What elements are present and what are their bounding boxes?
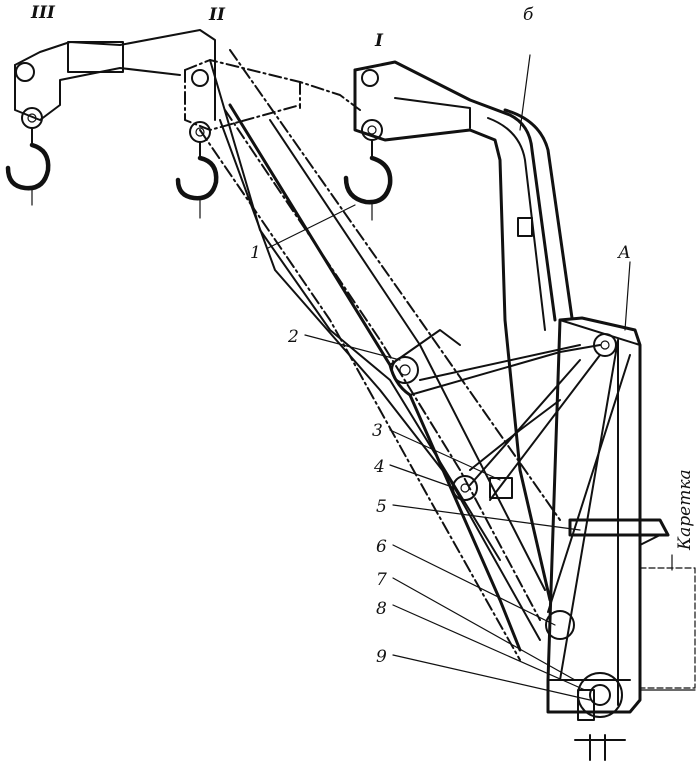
leader-lines <box>267 54 673 701</box>
callout-8: 8 <box>376 599 387 619</box>
callout-2: 2 <box>287 327 299 347</box>
label-position-I: I <box>374 31 384 51</box>
label-carriage: Каретка <box>675 469 695 551</box>
label-position-II: II <box>208 5 226 25</box>
hook-head-III <box>5 62 51 206</box>
callout-7: 7 <box>376 570 387 590</box>
callout-3: 3 <box>372 421 383 441</box>
label-position-III: III <box>30 3 56 23</box>
mast-frame <box>546 316 670 714</box>
callout-5: 5 <box>376 497 387 517</box>
callout-9: 9 <box>376 647 387 667</box>
carriage-block <box>639 567 696 691</box>
callout-4: 4 <box>373 457 385 477</box>
callout-6: 6 <box>376 537 387 557</box>
lower-arm <box>228 103 601 652</box>
boom-position-I <box>353 60 574 602</box>
hook-head-II <box>175 69 219 219</box>
pivot-joints <box>391 333 626 761</box>
hook-head-I <box>343 69 393 221</box>
labels: III II I б А Каретка 1 2 3 4 5 6 7 8 9 <box>30 3 695 667</box>
callout-1: 1 <box>250 243 261 263</box>
label-boom: б <box>523 5 534 25</box>
boom-position-III <box>14 29 561 641</box>
label-point-A: А <box>617 243 631 263</box>
